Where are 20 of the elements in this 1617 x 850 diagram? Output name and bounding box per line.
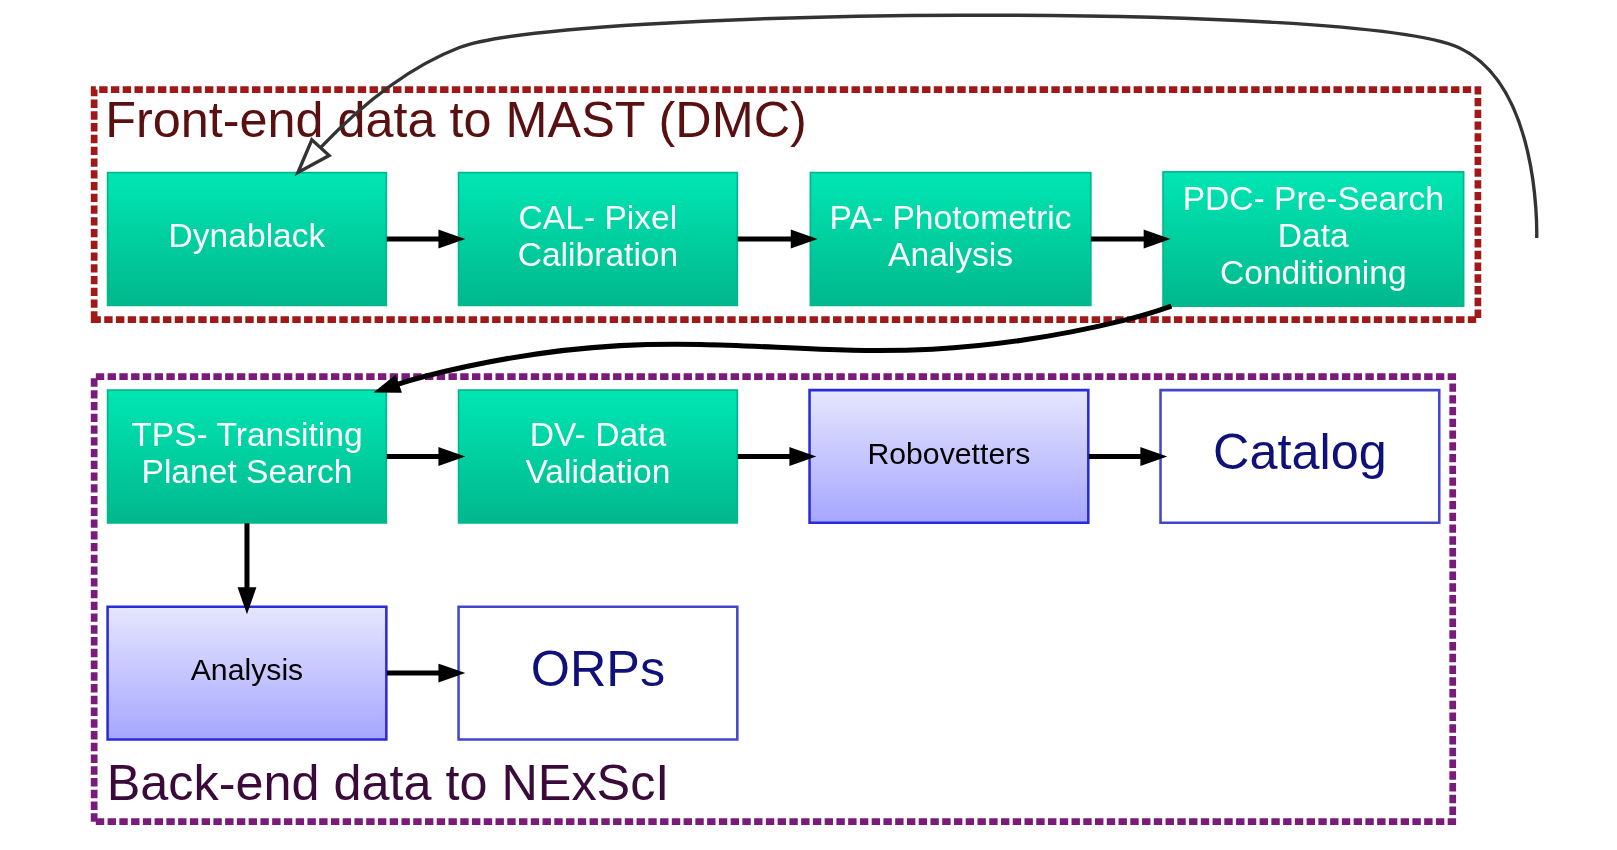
node-box: DV- Data Validation: [457, 389, 738, 524]
node-box: Analysis: [105, 605, 388, 741]
node-box: TPS- Transiting Planet Search: [106, 389, 387, 524]
arrow: [737, 229, 818, 249]
node-box: PDC- Pre-Search Data Conditioning: [1161, 171, 1464, 307]
arrow: [386, 229, 465, 249]
arrow: [386, 663, 465, 683]
arrow: [1088, 447, 1167, 466]
arrow: [372, 303, 1172, 393]
arrow: [1090, 229, 1171, 249]
node-box: PA- Photometric Analysis: [809, 171, 1092, 307]
node-box: Robovetters: [807, 388, 1090, 525]
arrow: [294, 13, 1538, 239]
node-box: CAL- Pixel Calibration: [457, 171, 738, 307]
arrow: [237, 523, 256, 615]
node-box: ORPs: [456, 605, 739, 741]
arrow: [737, 447, 816, 466]
arrow: [386, 447, 465, 466]
node-box: Catalog: [1158, 388, 1441, 525]
node-box: Dynablack: [106, 171, 387, 307]
